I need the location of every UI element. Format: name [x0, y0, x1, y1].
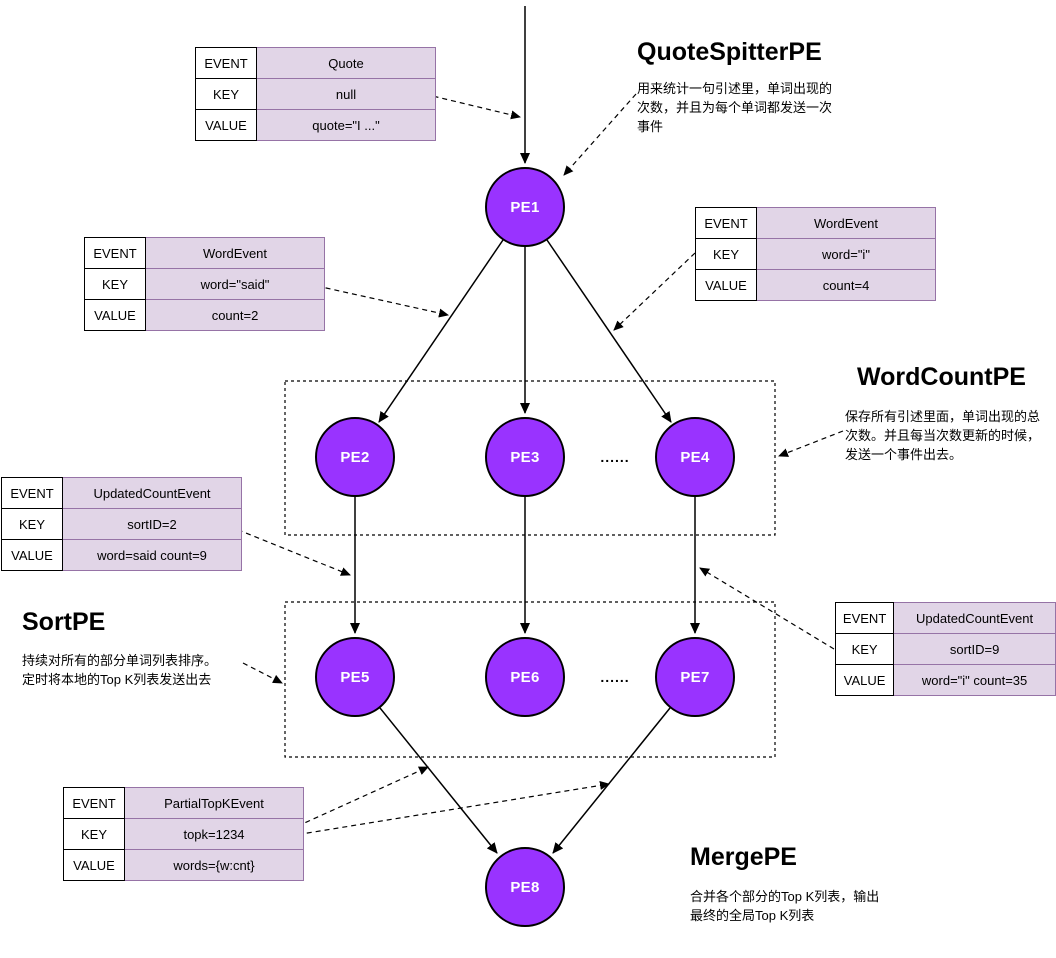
table-row-label: KEY: [1, 508, 63, 540]
event-table-partial-topk: EVENT PartialTopKEvent KEY topk=1234 VAL…: [63, 787, 304, 881]
table-row-value: UpdatedCountEvent: [893, 602, 1056, 634]
ellipsis-wordcount-row: ......: [600, 449, 630, 465]
table-row-label: VALUE: [834, 664, 895, 696]
ann-partialtopk-edge-left: [288, 766, 429, 831]
table-row-label: KEY: [195, 78, 257, 110]
ann-partialtopk-edge-right: [288, 781, 610, 837]
table-row-label: EVENT: [195, 47, 257, 79]
ann-quotespitter-pe1: [563, 93, 637, 176]
table-row-label: VALUE: [84, 299, 146, 331]
desc-quote-spitter-pe: 用来统计一句引述里，单词出现的 次数，并且为每个单词都发送一次 事件: [637, 81, 833, 134]
ellipsis-sort-row: ......: [600, 669, 630, 685]
edge-pe1-pe2: [378, 239, 504, 423]
table-row-value: null: [256, 78, 436, 110]
node-pe2-label: PE2: [340, 448, 370, 466]
table-row-value: word=said count=9: [62, 539, 242, 571]
event-table-updated-i: EVENT UpdatedCountEvent KEY sortID=9 VAL…: [834, 602, 1056, 696]
title-quote-spitter-pe: QuoteSpitterPE: [637, 38, 822, 66]
table-row-label: KEY: [84, 268, 146, 300]
ann-updatedi-edge: [699, 567, 835, 650]
table-row-value: sortID=9: [893, 633, 1056, 665]
table-row-label: KEY: [834, 633, 895, 665]
table-row-label: EVENT: [63, 787, 125, 819]
table-row-value: WordEvent: [756, 207, 936, 239]
table-row-value: Quote: [256, 47, 436, 79]
table-row-label: KEY: [63, 818, 125, 850]
table-row-label: KEY: [695, 238, 757, 270]
node-pe5-label: PE5: [340, 668, 370, 686]
node-pe8-label: PE8: [510, 878, 540, 896]
table-row-label: VALUE: [195, 109, 257, 141]
table-row-value: word="said": [145, 268, 325, 300]
table-row-value: word="i" count=35: [893, 664, 1056, 696]
table-row-value: WordEvent: [145, 237, 325, 269]
ann-wordsaid-edge: [307, 283, 449, 318]
table-row-label: VALUE: [695, 269, 757, 301]
node-pe5: PE5: [315, 637, 395, 717]
table-row-label: EVENT: [695, 207, 757, 239]
table-row-value: UpdatedCountEvent: [62, 477, 242, 509]
node-pe6-label: PE6: [510, 668, 540, 686]
node-pe4: PE4: [655, 417, 735, 497]
table-row-value: quote="I ...": [256, 109, 436, 141]
table-row-label: VALUE: [63, 849, 125, 881]
node-pe2: PE2: [315, 417, 395, 497]
table-row-label: EVENT: [1, 477, 63, 509]
sort-group-box: [284, 601, 776, 758]
desc-merge-pe: 合并各个部分的Top K列表，输出 最终的全局Top K列表: [690, 889, 880, 923]
node-pe3-label: PE3: [510, 448, 540, 466]
event-table-word-said: EVENT WordEvent KEY word="said" VALUE co…: [84, 237, 325, 331]
table-row-value: count=4: [756, 269, 936, 301]
table-row-value: PartialTopKEvent: [124, 787, 304, 819]
table-row-label: EVENT: [84, 237, 146, 269]
table-row-value: topk=1234: [124, 818, 304, 850]
ann-sort-box: [242, 662, 283, 684]
ann-wordi-edge: [613, 252, 696, 331]
node-pe7-label: PE7: [680, 668, 710, 686]
event-table-word-i: EVENT WordEvent KEY word="i" VALUE count…: [695, 207, 936, 301]
edge-pe5-pe8: [379, 707, 498, 854]
title-merge-pe: MergePE: [690, 843, 797, 871]
node-pe7: PE7: [655, 637, 735, 717]
wordcount-group-box: [284, 380, 776, 536]
node-pe3: PE3: [485, 417, 565, 497]
title-sort-pe: SortPE: [22, 608, 106, 636]
edge-pe7-pe8: [552, 707, 671, 854]
node-pe1: PE1: [485, 167, 565, 247]
table-row-value: words={w:cnt}: [124, 849, 304, 881]
table-row-value: word="i": [756, 238, 936, 270]
node-pe6: PE6: [485, 637, 565, 717]
table-row-label: VALUE: [1, 539, 63, 571]
node-pe1-label: PE1: [510, 198, 540, 216]
edge-pe1-pe4: [546, 239, 672, 423]
desc-sort-pe: 持续对所有的部分单词列表排序。 定时将本地的Top K列表发送出去: [22, 653, 218, 687]
event-table-quote: EVENT Quote KEY null VALUE quote="I ...": [195, 47, 436, 141]
table-row-label: EVENT: [834, 602, 895, 634]
node-pe4-label: PE4: [680, 448, 710, 466]
event-table-updated-said: EVENT UpdatedCountEvent KEY sortID=2 VAL…: [1, 477, 242, 571]
desc-word-count-pe: 保存所有引述里面，单词出现的总 次数。并且每当次数更新的时候， 发送一个事件出去…: [845, 409, 1041, 462]
node-pe8: PE8: [485, 847, 565, 927]
table-row-value: sortID=2: [62, 508, 242, 540]
ann-wordcount-box: [778, 430, 844, 457]
title-word-count-pe: WordCountPE: [857, 363, 1026, 391]
table-row-value: count=2: [145, 299, 325, 331]
